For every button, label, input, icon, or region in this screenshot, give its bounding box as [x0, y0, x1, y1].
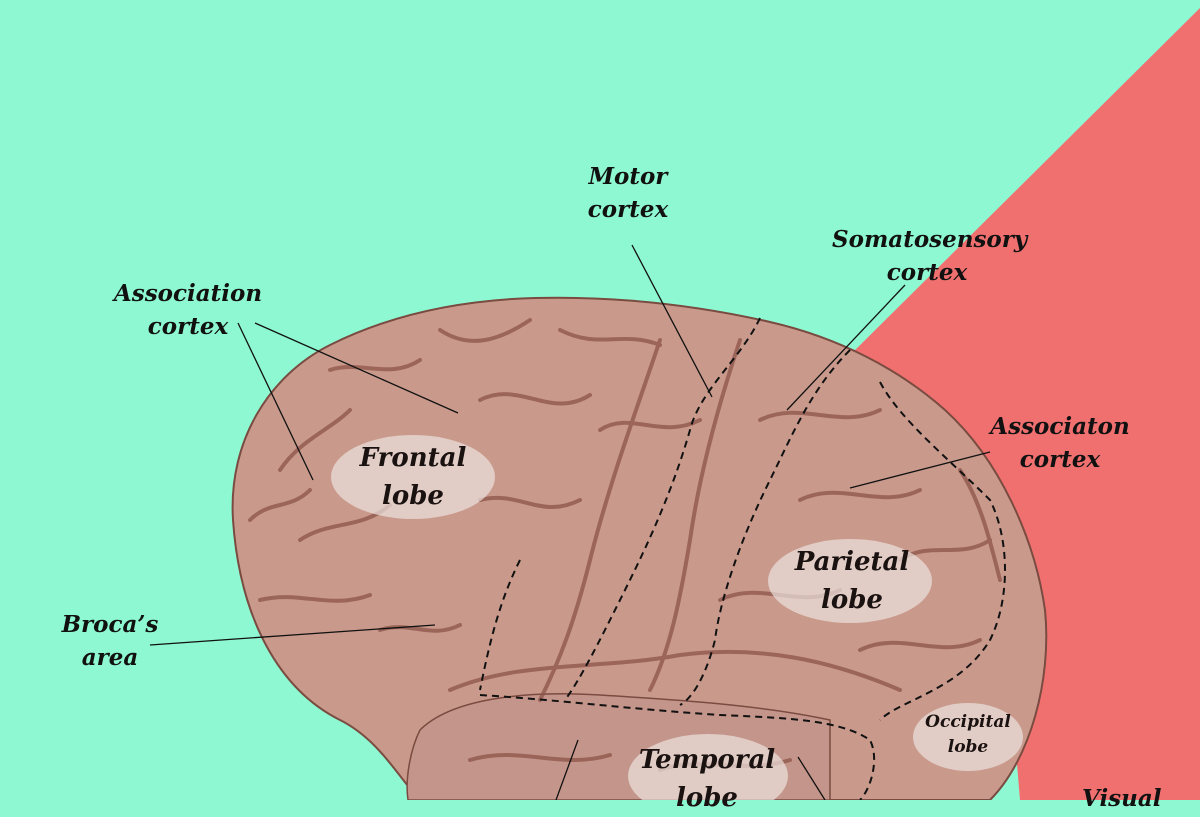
motor-cortex-label: Motor cortex — [587, 163, 669, 224]
brain-diagram: Motor cortex Somatosensory cortex Associ… — [61, 8, 1200, 813]
somatosensory-cortex-label: Somatosensory cortex — [832, 226, 1028, 287]
association-cortex-label-right: Associaton cortex — [990, 413, 1130, 474]
leader-lines — [149, 244, 991, 800]
occipital-lobe-label: Occipital lobe — [925, 712, 1011, 757]
parietal-lobe-highlight — [768, 539, 932, 623]
occipital-lobe-highlight — [913, 703, 1023, 771]
red-diagonal-band — [840, 8, 1200, 800]
brain-illustration — [149, 8, 1200, 800]
parietal-lobe-label: Parietal lobe — [794, 547, 910, 615]
brocas-area-label: Broca’s area — [61, 611, 159, 672]
association-cortex-label-left: Association cortex — [113, 280, 263, 341]
region-boundaries — [479, 317, 1006, 800]
temporal-lobe-label: Temporal lobe — [638, 745, 776, 813]
frontal-lobe-label: Frontal lobe — [359, 443, 467, 511]
temporal-lobe-highlight — [628, 734, 788, 800]
frontal-lobe-highlight — [331, 435, 495, 519]
brain-body — [231, 296, 1048, 800]
visual-label: Visual — [1082, 785, 1162, 812]
